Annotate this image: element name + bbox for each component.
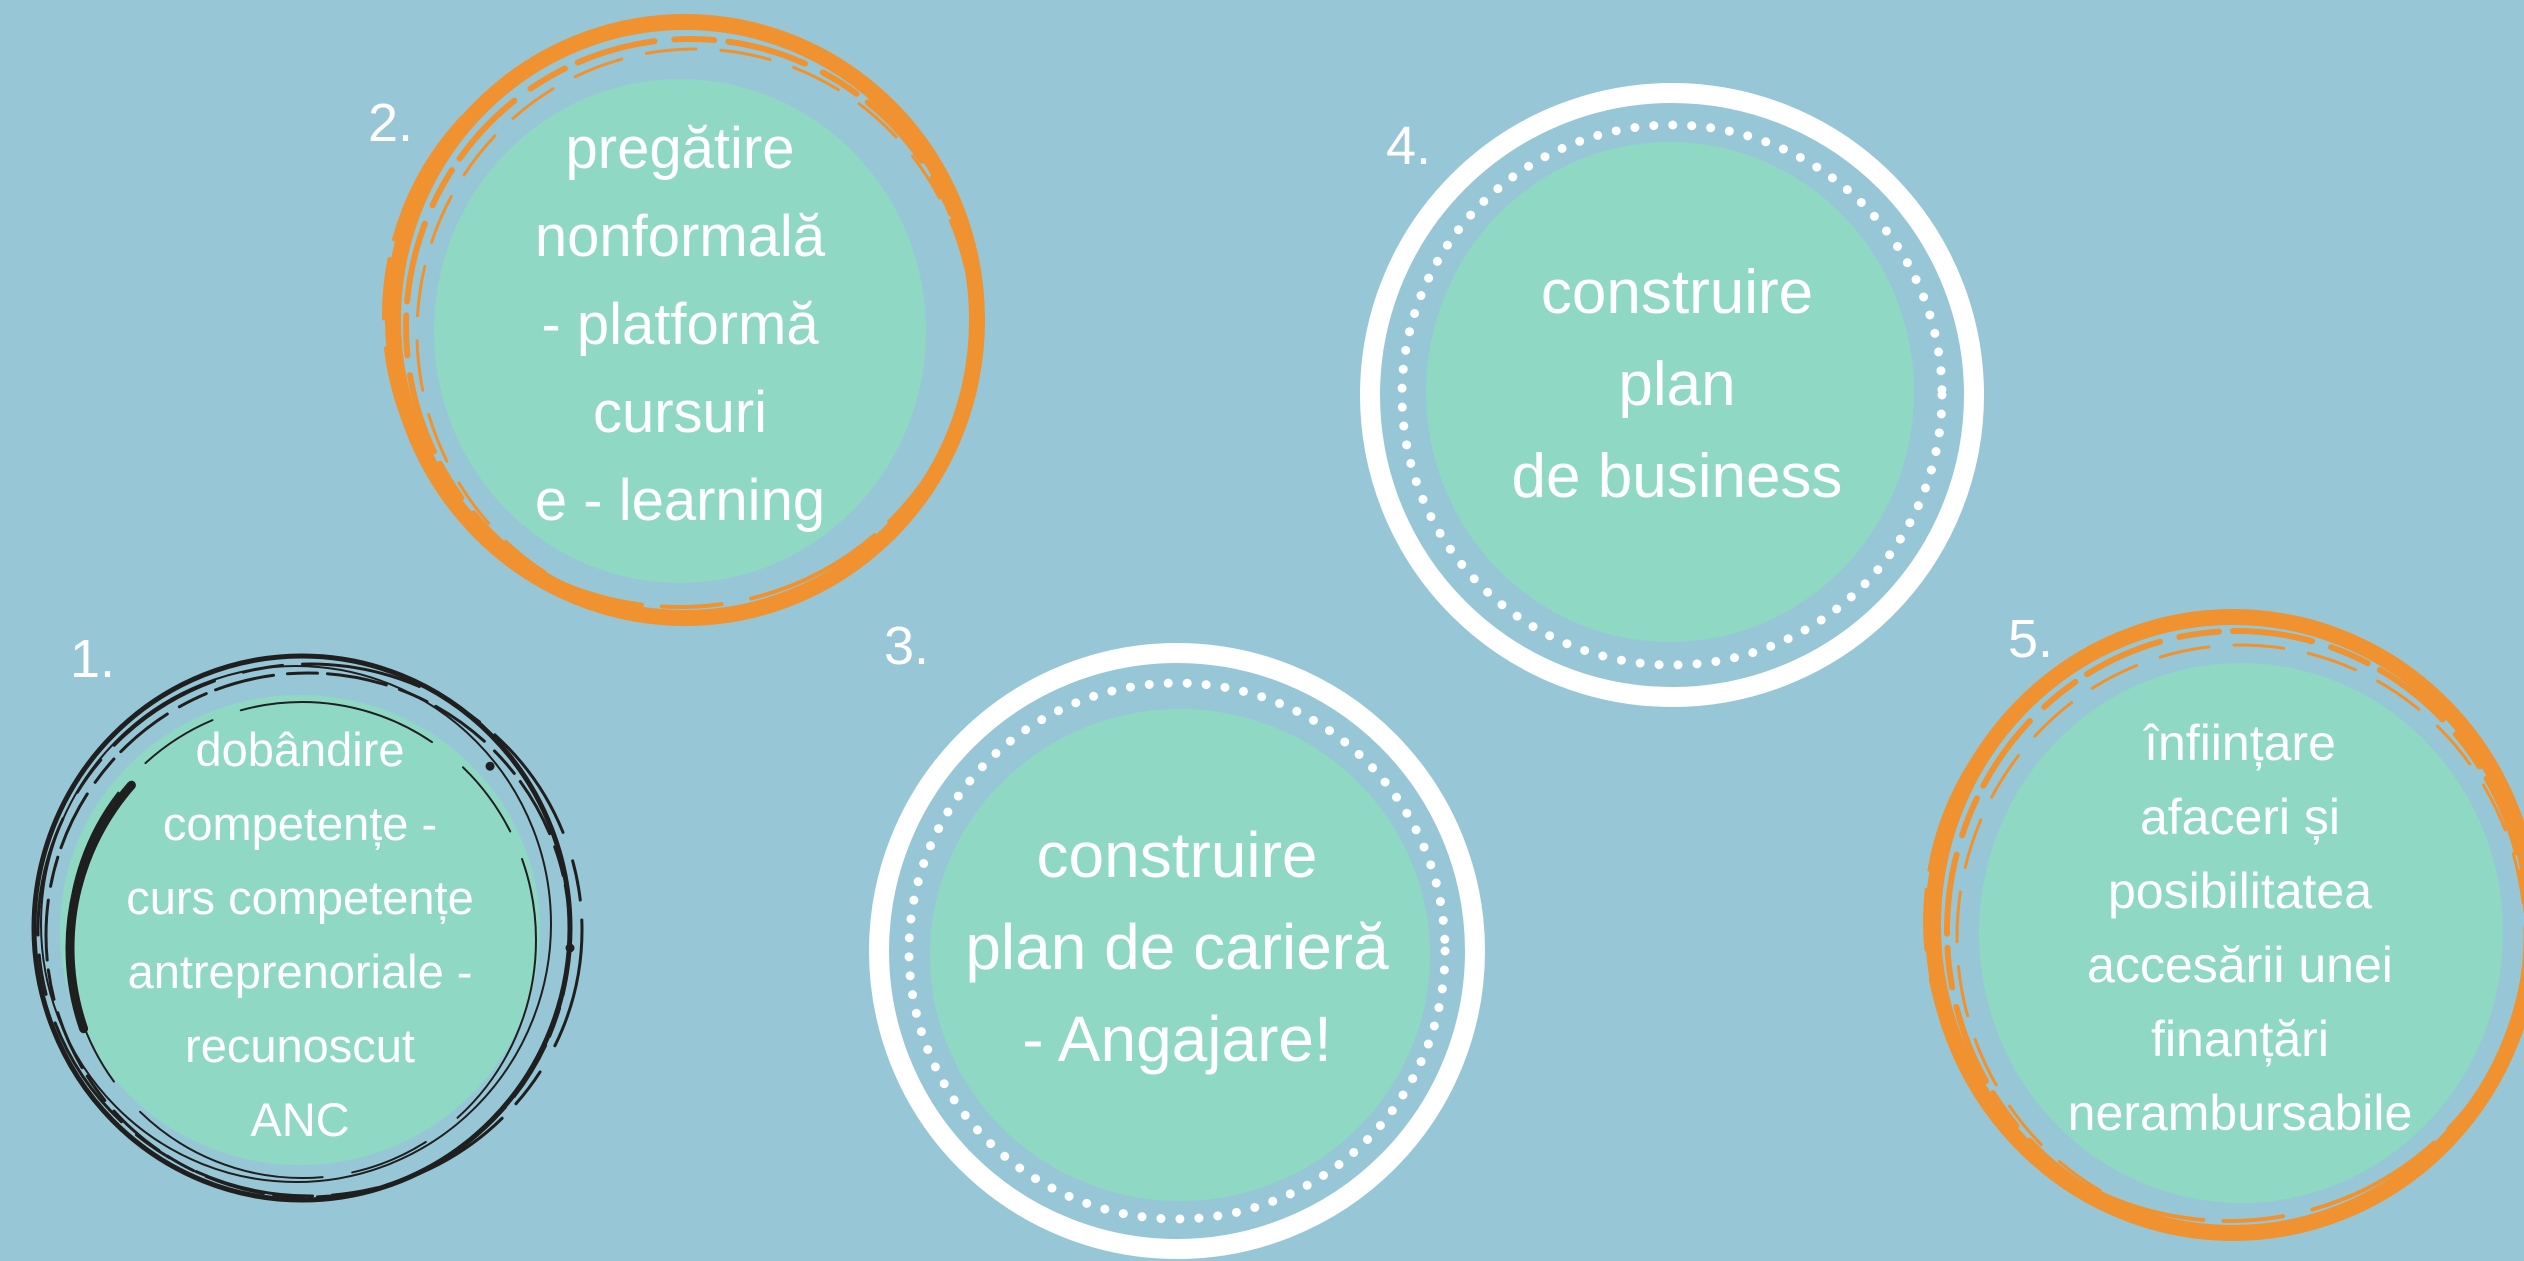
- step-1: dobândire competențe - curs competențe a…: [20, 630, 584, 1220]
- step-3-line: plan de carieră: [965, 911, 1389, 983]
- step-5: înființare afaceri și posibilitatea acce…: [1915, 603, 2524, 1243]
- step-4-number: 4.: [1386, 116, 1432, 176]
- step-5-label: înființare afaceri și posibilitatea acce…: [1985, 693, 2495, 1163]
- step-3-line: construire: [1036, 819, 1318, 891]
- step-4-line: construire: [1540, 258, 1814, 327]
- step-3: construire plan de carieră - Angajare!: [862, 637, 1492, 1261]
- step-1-line: dobândire: [195, 723, 405, 776]
- step-4-line: de business: [1511, 442, 1843, 511]
- step-2-line: nonformală: [534, 204, 826, 269]
- step-5-line: nerambursabile: [2067, 1085, 2413, 1141]
- step-2-line: e - learning: [534, 468, 826, 533]
- step-4-label: construire plan de business: [1417, 200, 1937, 570]
- step-1-label: dobândire competențe - curs competențe a…: [80, 720, 520, 1150]
- step-1-line: curs competențe: [126, 871, 474, 924]
- step-4-line: plan: [1618, 350, 1736, 419]
- step-1-line: competențe -: [162, 797, 438, 850]
- step-5-line: posibilitatea: [2107, 863, 2373, 919]
- step-2-line: - platformă: [541, 292, 819, 357]
- step-5-line: finanțări: [2151, 1011, 2329, 1067]
- step-5-line: accesării unei: [2087, 937, 2393, 993]
- step-2-line: cursuri: [592, 380, 768, 445]
- step-5-line: afaceri și: [2139, 789, 2341, 845]
- step-5-number: 5.: [2008, 609, 2054, 669]
- step-1-line: ANC: [250, 1093, 350, 1146]
- step-3-number: 3.: [884, 616, 930, 676]
- black-brush-circle-icon: [31, 653, 584, 1203]
- step-4: construire plan de business: [1357, 80, 1987, 710]
- step-2-line: pregătire: [565, 116, 795, 181]
- step-3-line: - Angajare!: [1022, 1003, 1332, 1075]
- step-2-label: pregătire nonformală - platformă cursuri…: [450, 105, 910, 545]
- white-dotted-ring-icon: [1360, 83, 1984, 707]
- step-2-number: 2.: [368, 93, 414, 153]
- white-dotted-ring-icon: [869, 643, 1485, 1259]
- orange-brush-circle-icon: [1923, 609, 2524, 1241]
- step-1-line: recunoscut: [185, 1019, 415, 1072]
- orange-brush-circle-icon: [382, 14, 985, 626]
- step-3-label: construire plan de carieră - Angajare!: [917, 767, 1437, 1127]
- step-1-line: antreprenoriale -: [127, 945, 473, 998]
- step-2: pregătire nonformală - platformă cursuri…: [382, 14, 990, 635]
- step-1-number: 1.: [70, 629, 116, 689]
- step-5-line: înființare: [2144, 715, 2336, 771]
